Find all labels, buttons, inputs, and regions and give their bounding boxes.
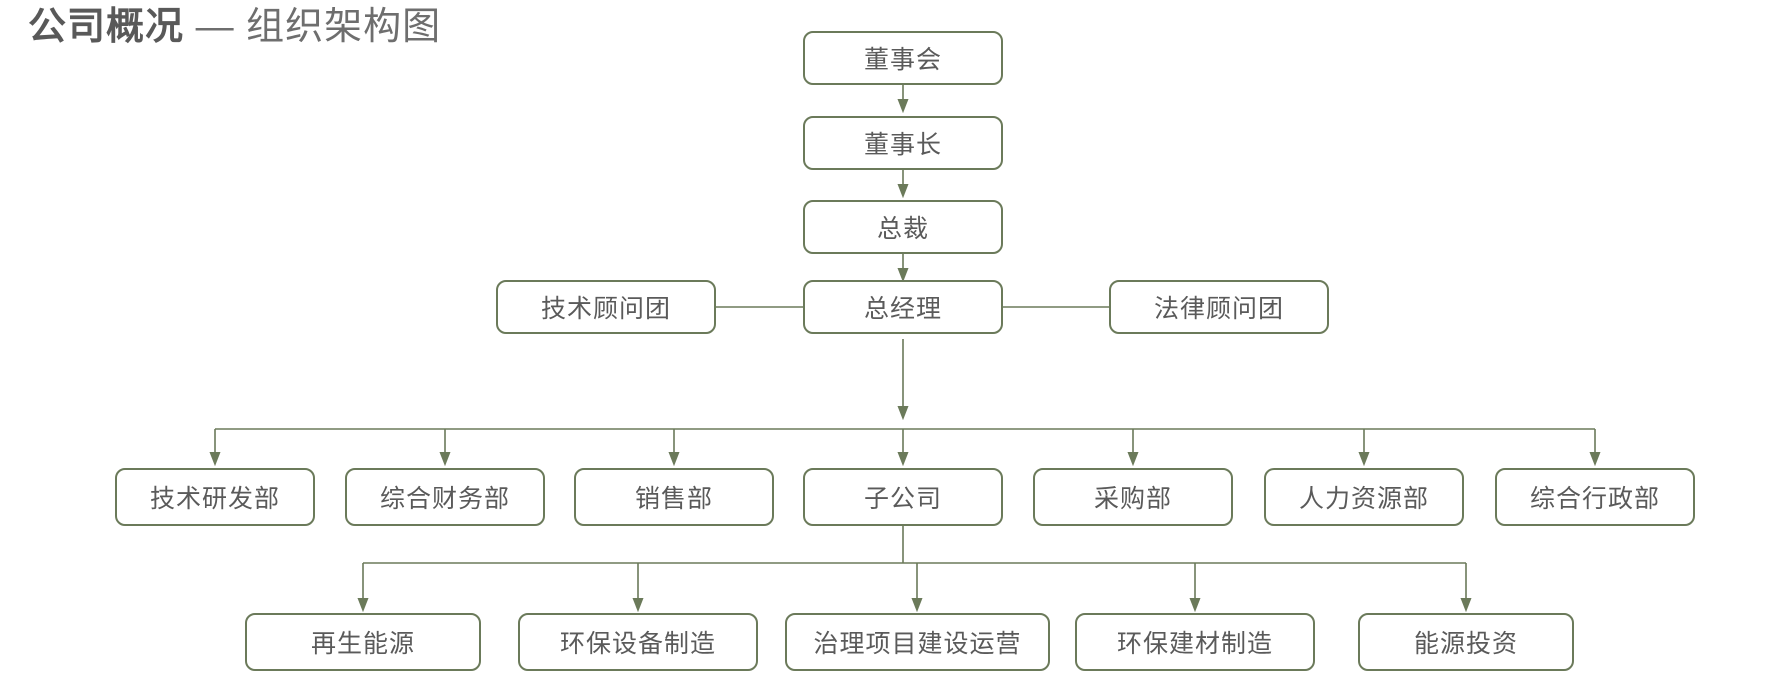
- node-sub-investment[interactable]: 能源投资: [1358, 613, 1574, 671]
- node-legal-advisors[interactable]: 法律顾问团: [1109, 280, 1329, 334]
- node-sub-project[interactable]: 治理项目建设运营: [785, 613, 1050, 671]
- node-dept-rd[interactable]: 技术研发部: [115, 468, 315, 526]
- page-title-strong: 公司概况: [28, 6, 185, 48]
- node-chairman[interactable]: 董事长: [803, 116, 1003, 170]
- node-dept-hr[interactable]: 人力资源部: [1264, 468, 1464, 526]
- node-sub-materials[interactable]: 环保建材制造: [1075, 613, 1315, 671]
- node-dept-procurement[interactable]: 采购部: [1033, 468, 1233, 526]
- node-board[interactable]: 董事会: [803, 31, 1003, 85]
- page-title-rest: — 组织架构图: [184, 6, 442, 48]
- node-sub-equipment[interactable]: 环保设备制造: [518, 613, 758, 671]
- node-general-manager[interactable]: 总经理: [803, 280, 1003, 334]
- node-dept-finance[interactable]: 综合财务部: [345, 468, 545, 526]
- node-dept-subsidiary[interactable]: 子公司: [803, 468, 1003, 526]
- page-title: 公司概况 — 组织架构图: [28, 8, 441, 46]
- node-dept-sales[interactable]: 销售部: [574, 468, 774, 526]
- node-tech-advisors[interactable]: 技术顾问团: [496, 280, 716, 334]
- node-dept-admin[interactable]: 综合行政部: [1495, 468, 1695, 526]
- node-sub-renewable[interactable]: 再生能源: [245, 613, 481, 671]
- node-president[interactable]: 总裁: [803, 200, 1003, 254]
